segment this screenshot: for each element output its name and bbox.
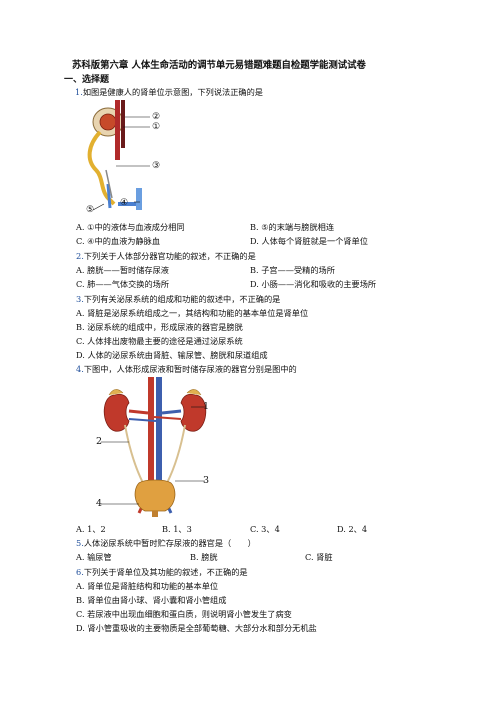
- label-2: ②: [152, 112, 161, 122]
- question-6: 6.下列关于肾单位及其功能的叙述，不正确的是: [76, 567, 248, 577]
- q5-option-c: C. 肾脏: [305, 552, 333, 562]
- question-3: 3.下列有关泌尿系统的组成和功能的叙述中，不正确的是: [76, 294, 280, 304]
- question-2: 2.下列关于人体部分器官功能的叙述，不正确的是: [76, 251, 256, 261]
- urinary-system-diagram: [101, 377, 207, 517]
- question-stem: 下列关于肾单位及其功能的叙述，不正确的是: [83, 567, 248, 577]
- q5-option-a: A. 输尿管: [76, 552, 112, 562]
- question-stem: 下列关于人体部分器官功能的叙述，不正确的是: [83, 251, 256, 261]
- question-number: 3.: [76, 294, 84, 304]
- q6-option-a: A. 肾单位是肾脏结构和功能的基本单位: [76, 581, 219, 591]
- label-1: ①: [152, 122, 161, 132]
- q1-option-c: C. ④中的血液为静脉血: [76, 236, 161, 246]
- question-number: 1.: [75, 87, 83, 97]
- question-number: 4.: [76, 364, 84, 374]
- label-5: ⑤: [86, 205, 95, 215]
- q3-option-b: B. 泌尿系统的组成中，形成尿液的器官是膀胱: [76, 322, 243, 332]
- q5-option-b: B. 膀胱: [190, 552, 218, 562]
- label-3: 3: [203, 475, 210, 486]
- q1-option-a: A. ①中的液体与血液成分相同: [76, 222, 185, 232]
- question-stem: 人体泌尿系统中暂时贮存尿液的器官是（ ）: [83, 538, 256, 548]
- q3-option-d: D. 人体的泌尿系统由肾脏、输尿管、膀胱和尿道组成: [76, 350, 268, 360]
- q6-option-d: D. 肾小管重吸收的主要物质是全部葡萄糖、大部分水和部分无机盐: [76, 623, 317, 633]
- q2-option-b: B. 子宫——受精的场所: [250, 265, 335, 275]
- q3-option-a: A. 肾脏是泌尿系统组成之一，其结构和功能的基本单位是肾单位: [76, 308, 309, 318]
- q4-option-b: B. 1、3: [162, 524, 192, 534]
- label-4: ④: [120, 198, 129, 208]
- question-number: 6.: [76, 567, 84, 577]
- question-1: 1.如图是健康人的肾单位示意图，下列说法正确的是: [75, 87, 263, 97]
- q1-option-b: B. ⑤的末端与膀胱相连: [250, 222, 335, 232]
- label-1: 1: [203, 401, 210, 412]
- q2-option-d: D. 小肠——消化和吸收的主要场所: [250, 279, 377, 289]
- q4-option-c: C. 3、4: [250, 524, 280, 534]
- label-4: 4: [96, 498, 103, 509]
- q3-option-c: C. 人体排出废物最主要的途径是通过泌尿系统: [76, 336, 243, 346]
- question-stem: 下图中，人体形成尿液和暂时储存尿液的器官分别是图中的: [83, 364, 297, 374]
- question-number: 2.: [76, 251, 84, 261]
- question-stem: 如图是健康人的肾单位示意图，下列说法正确的是: [82, 87, 263, 97]
- q2-option-c: C. 肺——气体交换的场所: [76, 279, 170, 289]
- label-3: ③: [152, 161, 161, 171]
- question-number: 5.: [76, 538, 84, 548]
- question-stem: 下列有关泌尿系统的组成和功能的叙述中，不正确的是: [83, 294, 281, 304]
- question-5: 5.人体泌尿系统中暂时贮存尿液的器官是（ ）: [76, 538, 256, 548]
- label-2: 2: [96, 436, 103, 447]
- q6-option-c: C. 若尿液中出现血细胞和蛋白质，则说明肾小管发生了病变: [76, 609, 292, 619]
- q4-option-d: D. 2、4: [337, 524, 368, 534]
- section-heading: 一、选择题: [64, 75, 110, 85]
- q4-option-a: A. 1、2: [76, 524, 106, 534]
- q6-option-b: B. 肾单位由肾小球、肾小囊和肾小管组成: [76, 595, 227, 605]
- nephron-diagram: [87, 100, 150, 211]
- question-4: 4.下图中，人体形成尿液和暂时储存尿液的器官分别是图中的: [76, 364, 297, 374]
- q1-option-d: D. 人体每个肾脏就是一个肾单位: [250, 236, 368, 246]
- page-title: 苏科版第六章 人体生命活动的调节单元易错题难题自检题学能测试试卷: [72, 60, 366, 71]
- q2-option-a: A. 膀胱——暂时储存尿液: [76, 265, 169, 275]
